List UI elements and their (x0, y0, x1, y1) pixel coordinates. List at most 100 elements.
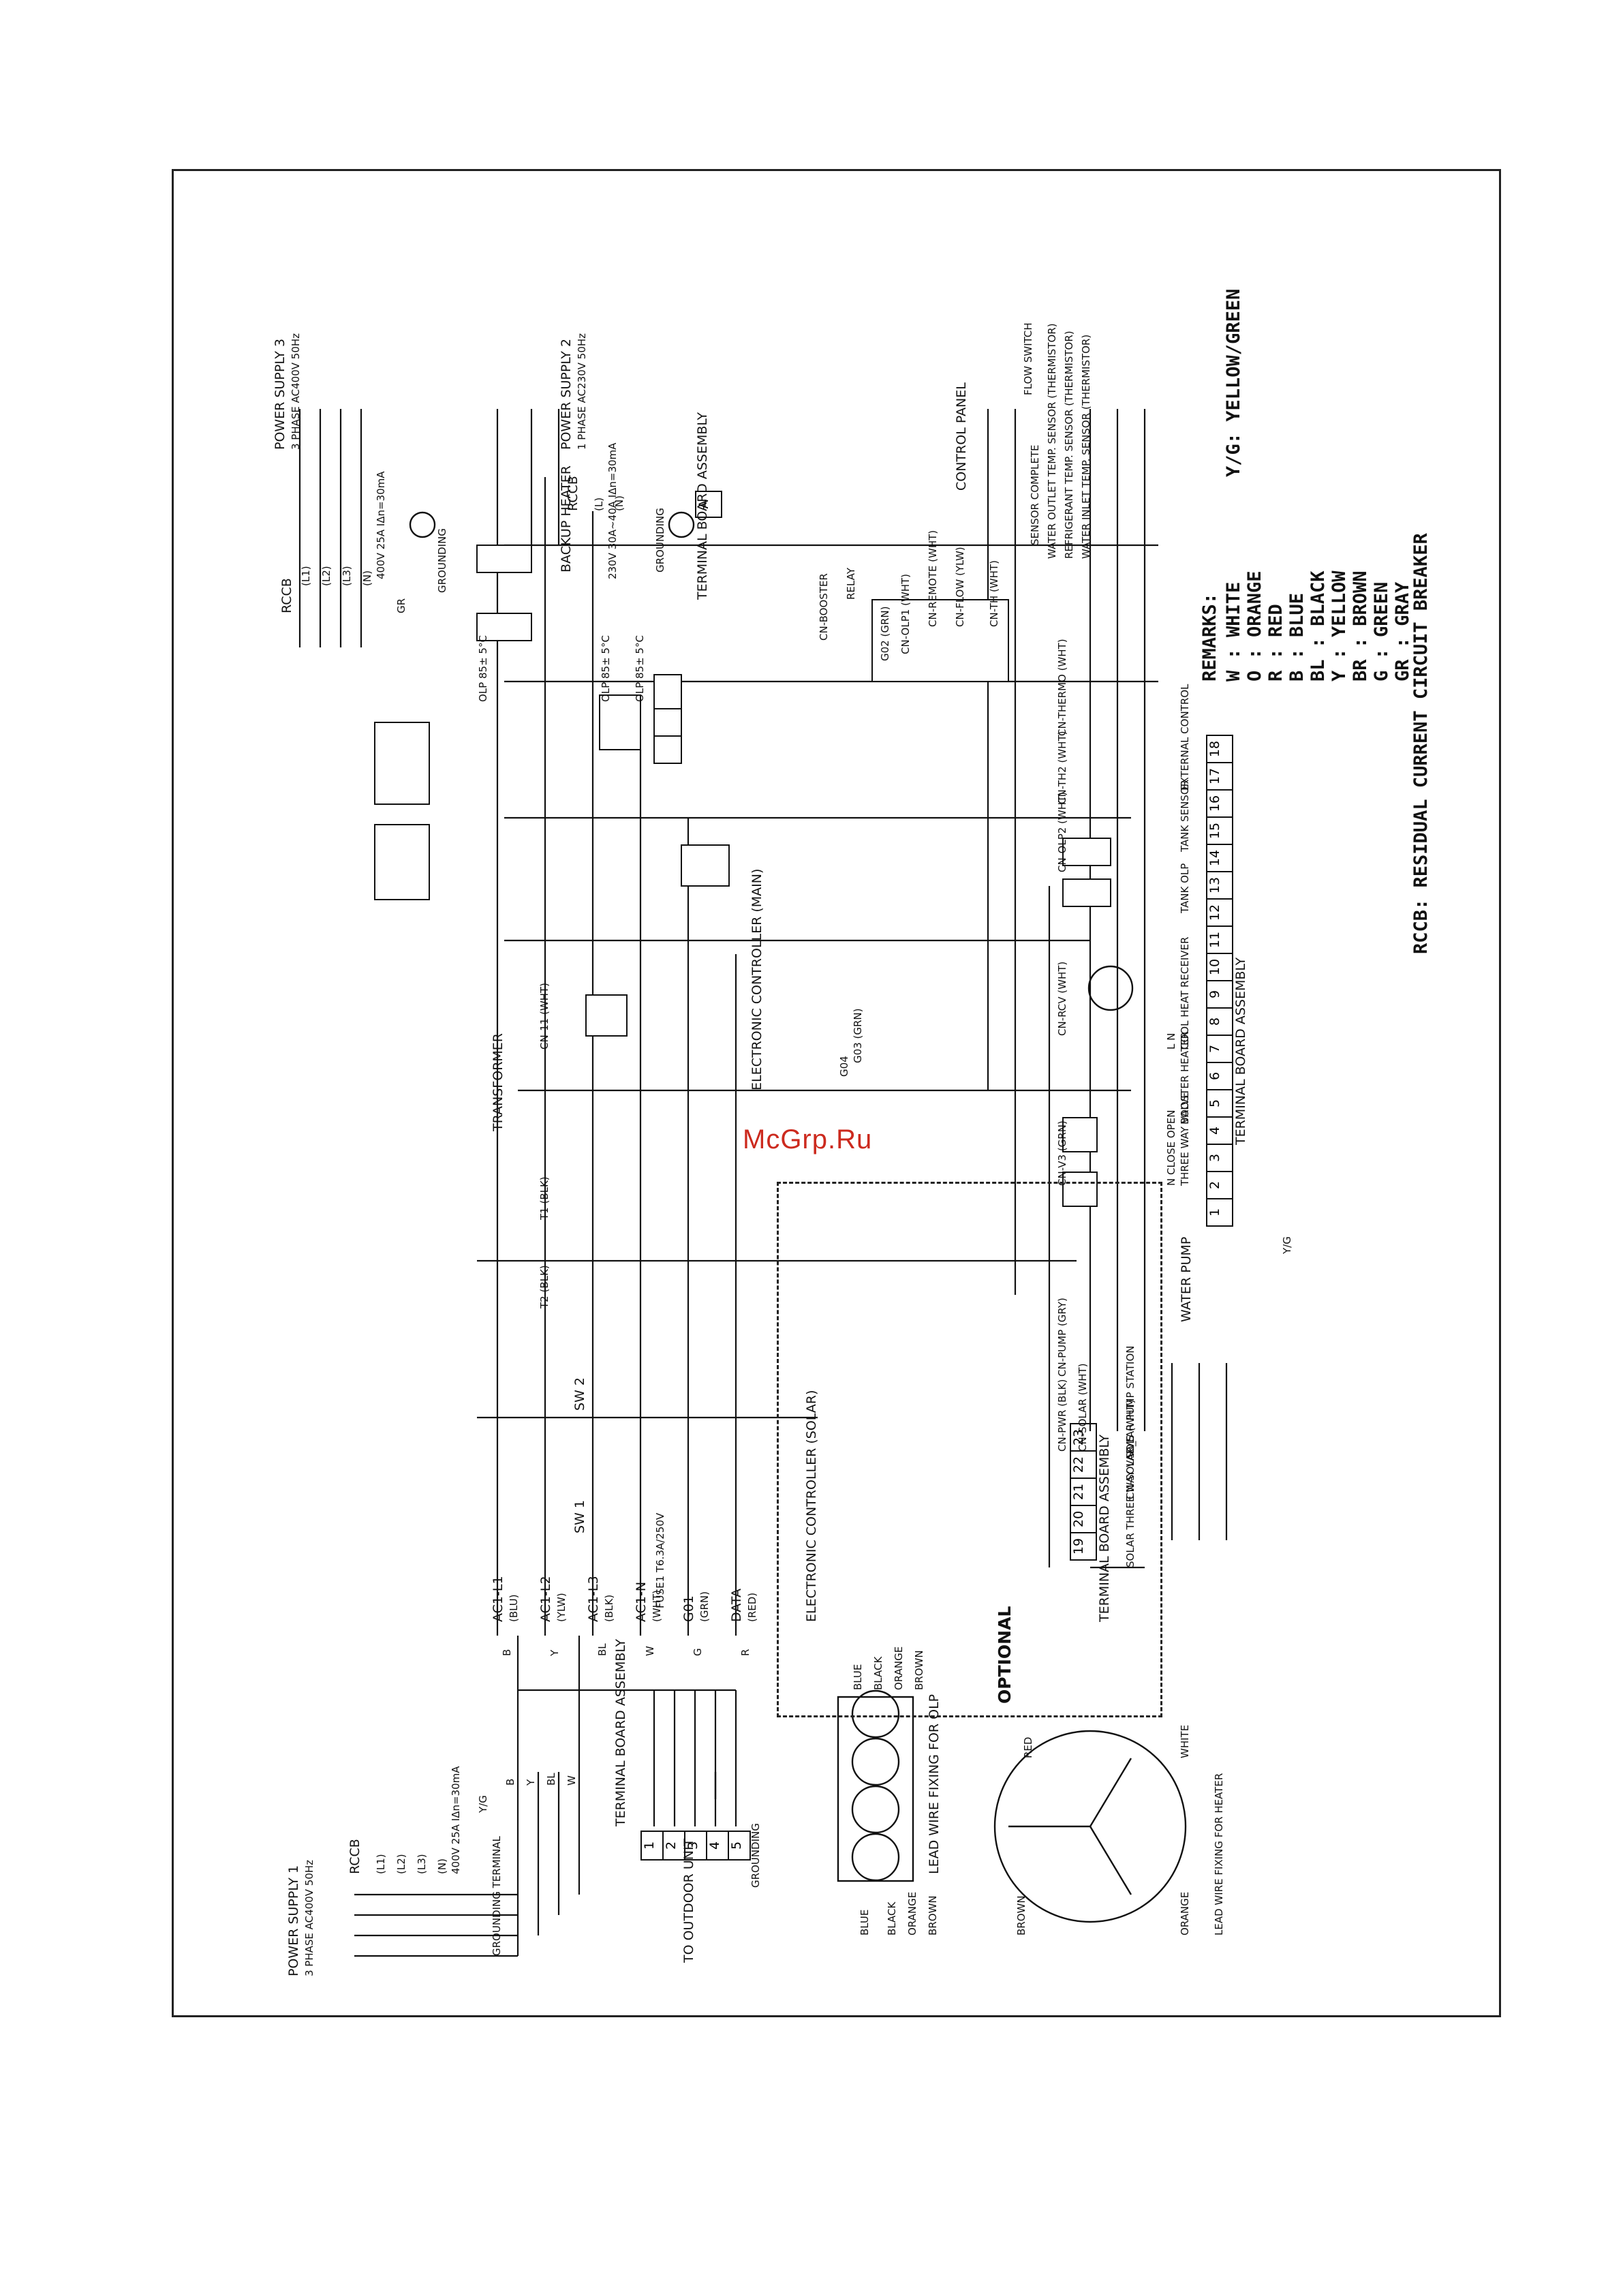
controller-pin: G01 (681, 1595, 696, 1622)
sensor-label: WATER OUTLET TEMP. SENSOR (THERMISTOR) (1046, 323, 1058, 559)
right-terminal-cell: 2 (1207, 1171, 1232, 1198)
ac-l-n-label: L N (1165, 1032, 1177, 1050)
outdoor-terminal-cell: 1 (642, 1832, 664, 1859)
right-terminal-cell: 4 (1207, 1116, 1232, 1144)
fuse-label: FUSE1 T6.3A/250V (654, 1512, 666, 1608)
remarks-line: B : BLUE (1286, 592, 1308, 682)
solar-terminal-board: 19 20 21 22 23 (1070, 1423, 1097, 1561)
heater-fixing-color: ORANGE (1179, 1891, 1191, 1935)
diagram-frame (172, 169, 1501, 2017)
ps2-ground: GROUNDING (654, 508, 666, 572)
heater-fixing-color: RED (1022, 1736, 1034, 1758)
cn-remote-label: CN-REMOTE (WHT) (927, 530, 939, 627)
relay-label: RELAY (845, 568, 857, 600)
ps3-terminal: (L3) (341, 566, 353, 586)
controller-pin-wire: B (501, 1649, 513, 1656)
cool-heat-receiver-label: COOL HEAT RECEIVER (1179, 936, 1191, 1050)
ps3-terminal: (N) (361, 570, 373, 586)
remarks-line: BR : BROWN (1350, 570, 1371, 682)
g04-label: G04 (838, 1056, 850, 1077)
outdoor-terminal-title: TERMINAL BOARD ASSEMBLY (613, 1638, 628, 1826)
controller-pin-color: (BLU) (508, 1594, 520, 1622)
controller-pin: AC1-L2 (538, 1576, 553, 1622)
cn-th-label: CN-TH (WHT) (988, 560, 1000, 627)
heater-fixing-color: WHITE (1179, 1724, 1191, 1758)
power-supply-2-title: POWER SUPPLY 2 (559, 338, 574, 450)
outdoor-terminal-cell: 5 (729, 1841, 744, 1850)
power-supply-1-title: POWER SUPPLY 1 (286, 1865, 301, 1976)
t1-label: T1 (BLK) (538, 1176, 551, 1220)
right-terminal-cell: 13 (1207, 871, 1232, 898)
right-terminal-cell: 10 (1207, 953, 1232, 980)
right-terminal-cell: 8 (1207, 1007, 1232, 1035)
flow-switch-label: FLOW SWITCH (1022, 322, 1034, 395)
remarks-line: RCCB: RESIDUAL CURRENT CIRCUIT BREAKER (1410, 533, 1432, 954)
remarks-line: G : GREEN (1371, 581, 1392, 682)
right-terminal-cell: 17 (1207, 762, 1232, 789)
olp-fixing-color: BLACK (886, 1901, 898, 1935)
olp-fixing-color: BLUE (859, 1909, 871, 1935)
power-supply-3-sub: 3 PHASE AC400V 50Hz (290, 333, 302, 450)
ps1-wire: W (566, 1775, 578, 1786)
remarks-line: Y/G: YELLOW/GREEN (1223, 288, 1244, 477)
remarks-line: Y : YELLOW (1329, 570, 1350, 682)
to-outdoor-unit: TO OUTDOOR UNIT (681, 1838, 696, 1963)
controller-main-label: ELECTRONIC CONTROLLER (MAIN) (749, 868, 764, 1090)
close-open-label: N CLOSE OPEN (1165, 1109, 1177, 1186)
right-terminal-cell: 9 (1207, 980, 1232, 1007)
external-control-label: EXTERNAL CONTROL (1179, 684, 1191, 791)
solar-terminal-title: TERMINAL BOARD ASSEMBLY (1097, 1434, 1112, 1622)
control-panel-label: CONTROL PANEL (954, 382, 969, 491)
solar-terminal-cell: 23 (1071, 1428, 1086, 1446)
g02-label: G02 (GRN) (879, 606, 891, 661)
right-terminal-board: 1 2 3 4 5 6 7 8 9 10 11 12 13 14 15 16 1… (1206, 735, 1233, 1227)
controller-pin-color: (BLK) (603, 1594, 615, 1622)
controller-pin-color: (GRN) (698, 1591, 711, 1622)
cn11-label: CN-11 (WHT) (538, 983, 551, 1050)
ps1-terminal: (N) (436, 1858, 448, 1874)
ps1-wire: Y (525, 1779, 537, 1786)
cn-v3-label: CN-V3 (GRN) (1056, 1120, 1068, 1186)
transformer-label: TRANSFORMER (491, 1033, 506, 1131)
controller-pin: AC1-L3 (586, 1576, 601, 1622)
olp-fixing-color: BROWN (927, 1895, 939, 1935)
water-pump-label: WATER PUMP (1179, 1236, 1194, 1322)
right-terminal-cell: 16 (1207, 789, 1232, 816)
wiring-lines (298, 409, 1228, 1957)
remarks-line: O : ORANGE (1244, 570, 1265, 682)
sensor-label: SENSOR COMPLETE (1029, 444, 1041, 545)
cn-olp1-label: CN-OLP1 (WHT) (899, 573, 912, 654)
solar-pump-station-label: SOLAR PUMP STATION (1124, 1345, 1137, 1459)
right-terminal-cell: 14 (1207, 844, 1232, 871)
remarks-line: BL : BLACK (1308, 570, 1329, 682)
remarks-line: R : RED (1265, 604, 1286, 682)
controller-pin-color: (YLW) (555, 1593, 568, 1622)
controller-pin-wire: G (692, 1648, 704, 1656)
right-terminal-cell: 18 (1207, 740, 1222, 758)
solar-terminal-cell: 19 (1071, 1532, 1096, 1559)
ps2-terminal: (N) (613, 495, 625, 511)
cn-th2-label: CN-TH2 (WHT) (1056, 731, 1068, 804)
right-terminal-cell: 12 (1207, 898, 1232, 925)
rccb-1-rating: 400V 25A IΔn=30mA (450, 1766, 462, 1875)
controller-solar-label: ELECTRONIC CONTROLLER (SOLAR) (804, 1390, 819, 1622)
heater-fixing-color: BROWN (1015, 1895, 1027, 1935)
solar-terminal-cell: 22 (1071, 1450, 1096, 1478)
yg-label: Y/G (1281, 1236, 1293, 1254)
ps1-ground-wire: Y/G (477, 1795, 489, 1813)
ps3-terminal: (L1) (300, 566, 312, 586)
heater-fixing-title: LEAD WIRE FIXING FOR HEATER (1213, 1773, 1225, 1935)
olp-label: OLP 85± 5°C (477, 635, 489, 702)
olp-label: OLP 85± 5°C (634, 635, 646, 702)
rccb-1: RCCB (347, 1839, 362, 1874)
rccb-3-rating: 400V 25A IΔn=30mA (375, 471, 387, 580)
solar-terminal-cell: 20 (1071, 1505, 1096, 1532)
rccb-2: RCCB (566, 476, 581, 511)
ps3-ground: GROUNDING (436, 528, 448, 593)
controller-pin-wire: BL (596, 1643, 608, 1656)
cn-flow-label: CN-FLOW (YLW) (954, 547, 966, 627)
wiring-diagram: REMARKS: W : WHITE O : ORANGE R : RED B … (273, 289, 1432, 1976)
outdoor-ground: GROUNDING (749, 1823, 762, 1888)
rccb-3: RCCB (279, 578, 294, 613)
right-terminal-cell: 11 (1207, 925, 1232, 953)
